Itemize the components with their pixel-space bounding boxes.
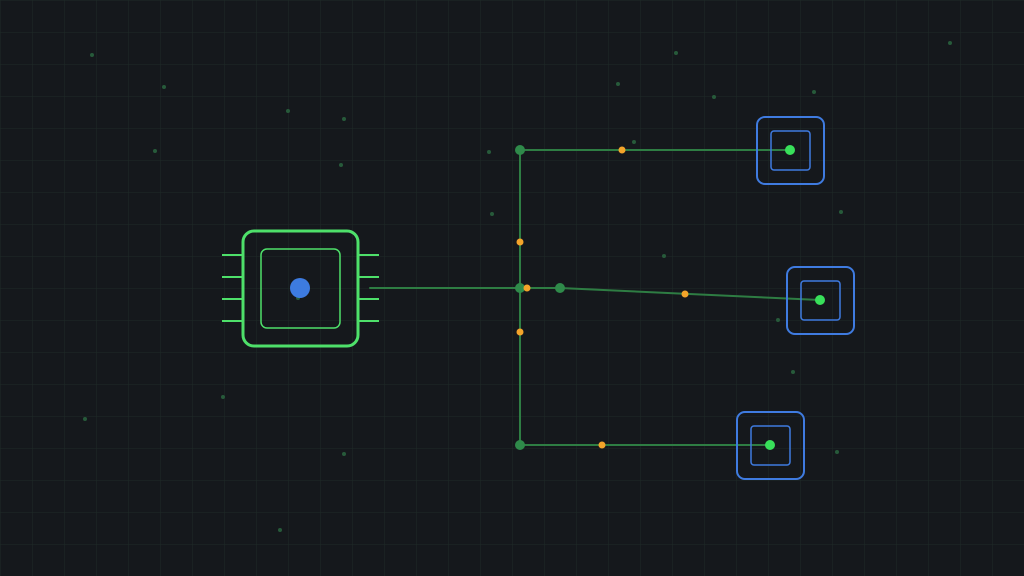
- target-node-icon: [736, 411, 805, 480]
- signal-pulses: [516, 146, 689, 449]
- dust-particles: [83, 41, 952, 532]
- chip-pins-right: [358, 254, 379, 322]
- dust-particle: [616, 82, 620, 86]
- node-inner-frame: [800, 280, 841, 321]
- dust-particle: [490, 212, 494, 216]
- chip-body: [241, 229, 360, 348]
- chip-pins-left: [222, 254, 243, 322]
- node-center-dot: [815, 295, 825, 305]
- chip-inner-frame: [260, 248, 341, 329]
- signal-pulse: [598, 441, 606, 449]
- dust-particle: [674, 51, 678, 55]
- node-bottom[interactable]: [736, 411, 805, 480]
- dust-particle: [153, 149, 157, 153]
- node-middle[interactable]: [786, 266, 855, 335]
- node-center-dot: [765, 440, 775, 450]
- signal-pulse: [681, 290, 689, 298]
- dust-particle: [712, 95, 716, 99]
- microchip-icon[interactable]: [222, 229, 379, 348]
- dust-particle: [162, 85, 166, 89]
- junction-center: [515, 283, 525, 293]
- dust-particle: [776, 318, 780, 322]
- dust-particle: [339, 163, 343, 167]
- target-node-icon: [756, 116, 825, 185]
- signal-pulse: [618, 146, 626, 154]
- target-node-icon: [786, 266, 855, 335]
- dust-particle: [948, 41, 952, 45]
- dust-particle: [835, 450, 839, 454]
- dust-particle: [83, 417, 87, 421]
- dust-particle: [278, 528, 282, 532]
- dust-particle: [812, 90, 816, 94]
- dust-particle: [342, 452, 346, 456]
- dust-particle: [791, 370, 795, 374]
- wire-to-node-middle: [559, 287, 821, 301]
- dust-particle: [342, 117, 346, 121]
- signal-pulse: [523, 284, 531, 292]
- dust-particle: [839, 210, 843, 214]
- chip-core: [290, 278, 310, 298]
- junction-top: [515, 145, 525, 155]
- node-top[interactable]: [756, 116, 825, 185]
- node-center-dot: [785, 145, 795, 155]
- dust-particle: [286, 109, 290, 113]
- signal-pulse: [516, 328, 524, 336]
- wire-network: [369, 149, 821, 446]
- junction-relay: [555, 283, 565, 293]
- junction-bottom: [515, 440, 525, 450]
- node-inner-frame: [770, 130, 811, 171]
- dust-particle: [221, 395, 225, 399]
- dust-particle: [487, 150, 491, 154]
- dust-particle: [662, 254, 666, 258]
- node-inner-frame: [750, 425, 791, 466]
- wire-junctions: [515, 145, 565, 450]
- dust-particle: [632, 140, 636, 144]
- dust-particle: [90, 53, 94, 57]
- signal-pulse: [516, 238, 524, 246]
